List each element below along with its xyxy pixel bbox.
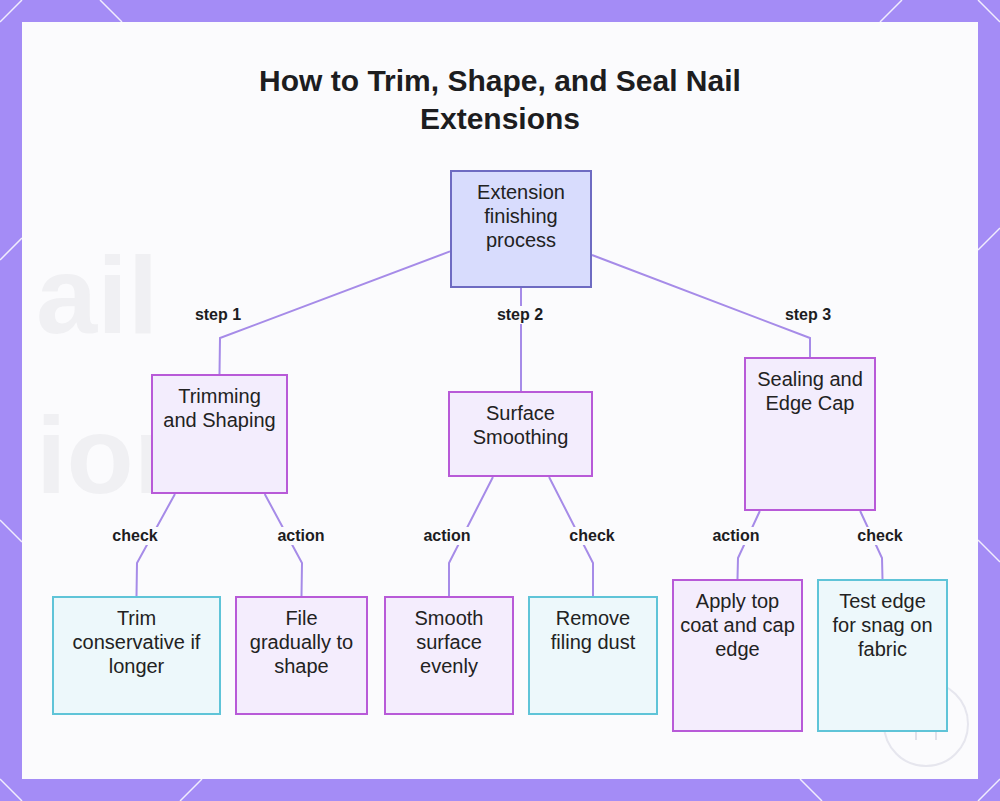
- edge-label: step 1: [193, 306, 243, 324]
- box-text: Smooth surface evenly: [392, 606, 506, 678]
- box-text: Extension finishing process: [458, 180, 584, 252]
- process-box: Remove filing dust: [528, 596, 658, 715]
- diagram-title: How to Trim, Shape, and Seal Nail Extens…: [220, 62, 780, 138]
- edge-label: step 3: [783, 306, 833, 324]
- connector-line: [860, 511, 882, 579]
- box-text: Test edge for snag on fabric: [825, 589, 940, 661]
- edge-label: check: [567, 527, 616, 545]
- process-box: Smooth surface evenly: [384, 596, 514, 715]
- edge-label: check: [855, 527, 904, 545]
- edge-label: action: [421, 527, 472, 545]
- edge-label: action: [710, 527, 761, 545]
- process-box: File gradually to shape: [235, 596, 368, 715]
- box-text: Sealing and Edge Cap: [752, 367, 868, 415]
- box-text: File gradually to shape: [243, 606, 360, 678]
- process-box: Surface Smoothing: [448, 391, 593, 477]
- connector-line: [220, 251, 451, 374]
- box-text: Apply top coat and cap edge: [680, 589, 795, 661]
- edge-label: action: [275, 527, 326, 545]
- connector-line: [738, 511, 760, 579]
- box-text: Surface Smoothing: [456, 401, 585, 449]
- connector-line: [265, 494, 302, 596]
- process-box: Trimming and Shaping: [151, 374, 288, 494]
- connector-line: [521, 288, 522, 391]
- box-text: Remove filing dust: [536, 606, 650, 654]
- box-text: Trimming and Shaping: [159, 384, 280, 432]
- process-box: Trim conservative if longer: [52, 596, 221, 715]
- process-box: Apply top coat and cap edge: [672, 579, 803, 732]
- connector-line: [592, 255, 810, 357]
- edge-label: step 2: [495, 306, 545, 324]
- edge-label: check: [110, 527, 159, 545]
- root-box: Extension finishing process: [450, 170, 592, 288]
- watermark-text: ail: [36, 240, 158, 350]
- process-box: Test edge for snag on fabric: [817, 579, 948, 732]
- process-box: Sealing and Edge Cap: [744, 357, 876, 511]
- box-text: Trim conservative if longer: [60, 606, 213, 678]
